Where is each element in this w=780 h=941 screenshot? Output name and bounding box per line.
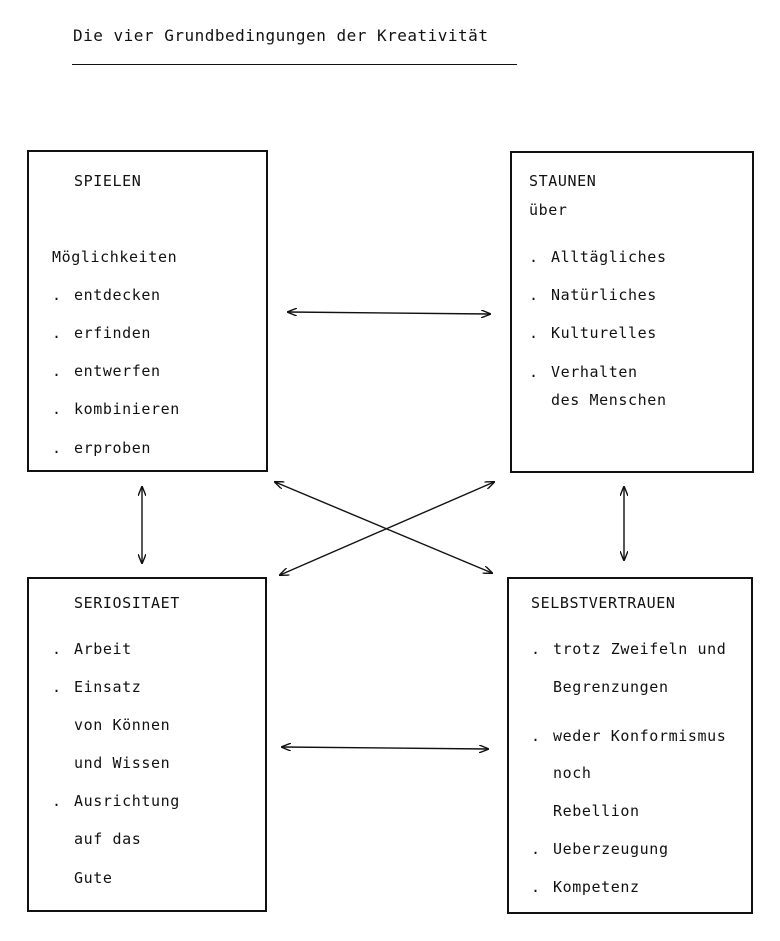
selbstvertrauen-item: . Kompetenz [531, 878, 640, 896]
box-seriositaet: SERIOSITAET .Arbeit .Einsatz von Können … [27, 577, 267, 912]
seriositaet-item-text: Einsatz [74, 678, 142, 696]
bullet: . [52, 792, 62, 810]
selbstvertrauen-item: . weder Konformismus [531, 727, 726, 745]
bullet: . [531, 727, 541, 745]
spielen-item: . kombinieren [52, 400, 180, 418]
selbstvertrauen-item-continuation: noch [553, 764, 592, 782]
seriositaet-item-continuation: auf das [74, 830, 142, 848]
spielen-intro: Möglichkeiten [52, 248, 178, 266]
bullet: . [52, 640, 62, 658]
selbstvertrauen-item-continuation: Begrenzungen [553, 678, 669, 696]
staunen-item-continuation: des Menschen [551, 391, 667, 409]
heading-spielen: SPIELEN [74, 172, 142, 190]
bullet: . [52, 324, 62, 342]
spielen-item: . entdecken [52, 286, 161, 304]
staunen-item-text: Kulturelles [551, 324, 657, 342]
seriositaet-item: . Arbeit [52, 640, 132, 658]
seriositaet-item-continuation: und Wissen [74, 754, 171, 772]
staunen-item: . Natürliches [529, 286, 657, 304]
selbstvertrauen-item-text: weder Konformismus [553, 727, 727, 745]
selbstvertrauen-item-text: Kompetenz [553, 878, 640, 896]
title-underline [72, 64, 517, 65]
spielen-item: . erfinden [52, 324, 151, 342]
box-staunen: STAUNEN über .Alltägliches .Natürliches … [510, 151, 754, 473]
box-selbstvertrauen: SELBSTVERTRAUEN . trotz Zweifeln und Begr… [507, 577, 753, 914]
arrow-staunen-seriositaet [280, 482, 494, 575]
heading-selbstvertrauen: SELBSTVERTRAUEN [531, 594, 676, 612]
spielen-item-text: entwerfen [74, 362, 161, 380]
bullet: . [52, 286, 62, 304]
bullet: . [529, 248, 539, 266]
staunen-item-text: Alltägliches [551, 248, 667, 266]
spielen-item-text: erfinden [74, 324, 152, 342]
spielen-item-text: erproben [74, 439, 152, 457]
heading-seriositaet: SERIOSITAET [74, 594, 180, 612]
bullet: . [529, 286, 539, 304]
seriositaet-item: . Ausrichtung [52, 792, 180, 810]
seriositaet-item-continuation: Gute [74, 869, 113, 887]
bullet: . [52, 362, 62, 380]
selbstvertrauen-item-text: trotz Zweifeln und [553, 640, 727, 658]
staunen-item: . Verhalten [529, 363, 638, 381]
bullet: . [531, 640, 541, 658]
arrow-spielen-staunen [288, 312, 490, 314]
bullet: . [529, 363, 539, 381]
spielen-item: . erproben [52, 439, 151, 457]
seriositaet-item-text: Ausrichtung [74, 792, 180, 810]
staunen-item: . Alltägliches [529, 248, 667, 266]
bullet: . [529, 324, 539, 342]
staunen-item-text: Verhalten [551, 363, 638, 381]
arrow-spielen-selbstvertrauen [275, 482, 492, 573]
staunen-item-text: Natürliches [551, 286, 657, 304]
bullet: . [52, 400, 62, 418]
seriositaet-item: . Einsatz [52, 678, 141, 696]
bullet: . [52, 678, 62, 696]
selbstvertrauen-item-continuation: Rebellion [553, 802, 640, 820]
bullet: . [52, 439, 62, 457]
seriositaet-item-continuation: von Können [74, 716, 171, 734]
spielen-item-text: kombinieren [74, 400, 180, 418]
bullet: . [531, 878, 541, 896]
selbstvertrauen-item: . trotz Zweifeln und [531, 640, 726, 658]
spielen-item-text: entdecken [74, 286, 161, 304]
spielen-item: . entwerfen [52, 362, 161, 380]
selbstvertrauen-item: . Ueberzeugung [531, 840, 669, 858]
box-spielen: SPIELEN Möglichkeiten . entdecken . erfind… [27, 150, 268, 472]
diagram-title: Die vier Grundbedingungen der Kreativitä… [73, 26, 489, 45]
staunen-subheading: über [529, 201, 568, 219]
selbstvertrauen-item-text: Ueberzeugung [553, 840, 669, 858]
arrow-seriositaet-selbstvertrauen [282, 747, 488, 749]
staunen-item: . Kulturelles [529, 324, 657, 342]
seriositaet-item-text: Arbeit [74, 640, 132, 658]
bullet: . [531, 840, 541, 858]
heading-staunen: STAUNEN [529, 172, 597, 190]
